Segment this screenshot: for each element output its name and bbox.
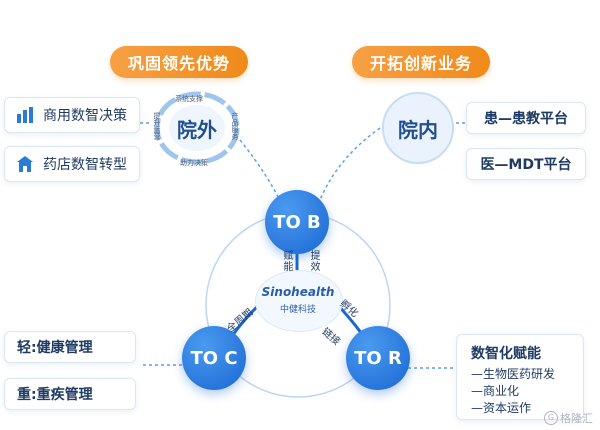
ring-label-system: 系统支撑 [175, 95, 203, 103]
card-mdt-platform: 医—MDT平台 [466, 148, 586, 180]
bar-chart-icon [15, 105, 35, 125]
ring-label-decision: 助力决策 [180, 159, 208, 167]
card-commercial-decision: 商用数智决策 [4, 97, 140, 133]
node-to-b: TO B [265, 190, 329, 254]
label-empower: 赋能 [281, 250, 292, 272]
card-patient-education: 患—患教平台 [466, 102, 586, 134]
outer-hospital-label: 院外 [177, 117, 217, 142]
card-digital-empower: 数智化赋能 —生物医药研发 —商业化 —资本运作 [456, 334, 584, 420]
watermark-logo-icon: G [544, 411, 558, 425]
inner-hospital-circle [382, 92, 454, 164]
tor-item: —生物医药研发 [471, 367, 556, 381]
cycle-ring-icon [154, 91, 240, 165]
card-light-health: 轻:健康管理 [4, 331, 136, 363]
card-serious-disease: 重:重疾管理 [4, 378, 136, 410]
ring-label-operation: 提升运营 [153, 112, 161, 140]
node-to-c: TO C [182, 326, 246, 390]
watermark-text: 格隆汇 [560, 412, 593, 425]
card-label: 药店数智转型 [43, 157, 127, 173]
outer-hospital-ring [152, 90, 242, 166]
brand-cn: 中健科技 [279, 305, 316, 315]
tor-item: —商业化 [471, 384, 520, 398]
card-pharmacy-transform: 药店数智转型 [4, 146, 140, 182]
store-icon [15, 154, 35, 174]
label-efficiency: 提效 [308, 250, 319, 272]
center-logo-circle [255, 270, 343, 332]
right-title: 开拓创新业务 [352, 46, 490, 78]
brand-en: Sinohealth [261, 285, 335, 299]
node-to-r: TO R [346, 326, 410, 390]
card-label: 商用数智决策 [43, 108, 127, 124]
tor-card-title: 数智化赋能 [471, 346, 541, 362]
inner-hospital-label: 院内 [398, 117, 438, 142]
left-title: 巩固领先优势 [110, 46, 248, 78]
watermark: G 格隆汇 [544, 410, 593, 426]
tor-item: —资本运作 [471, 401, 532, 415]
ring-label-product: 产品服务 [231, 112, 239, 140]
